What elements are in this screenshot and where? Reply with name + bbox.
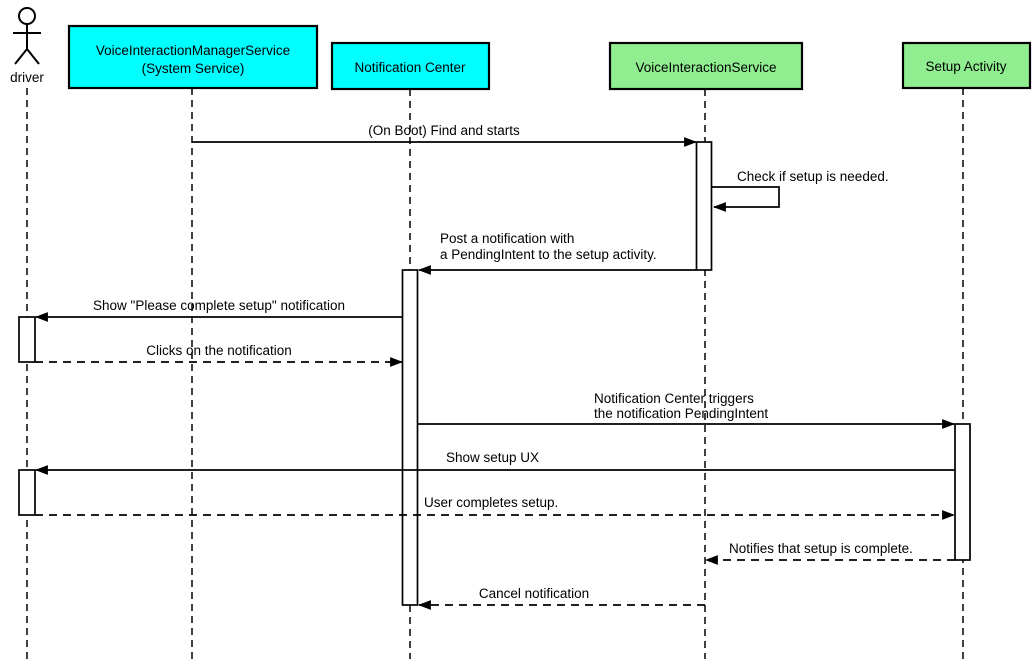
message-arrow-check-if-setup-needed bbox=[712, 186, 780, 212]
participant-label-vims-line2: (System Service) bbox=[142, 61, 245, 76]
message-label-triggers-pendingintent-line2: the notification PendingIntent bbox=[594, 406, 768, 421]
participant-label-notification-center: Notification Center bbox=[354, 60, 466, 75]
message-label-triggers-pendingintent-line1: Notification Center triggers bbox=[594, 391, 754, 406]
activation-bar-notification-center bbox=[401, 269, 419, 606]
message-label-clicks-on-notification: Clicks on the notification bbox=[146, 343, 292, 358]
message-label-on-boot-find-and-starts: (On Boot) Find and starts bbox=[368, 123, 520, 138]
activation-bar-driver-2 bbox=[18, 469, 36, 516]
message-label-show-please-complete-setup: Show "Please complete setup" notificatio… bbox=[93, 298, 345, 313]
message-label-cancel-notification: Cancel notification bbox=[479, 586, 589, 601]
participant-box-voice-interaction-manager-service bbox=[67, 24, 319, 90]
participant-label-vims-line1: VoiceInteractionManagerService bbox=[96, 43, 290, 58]
message-label-user-completes-setup: User completes setup. bbox=[424, 495, 558, 510]
message-label-notifies-setup-complete: Notifies that setup is complete. bbox=[729, 541, 913, 556]
actor-driver-icon bbox=[13, 7, 41, 65]
message-label-show-setup-ux: Show setup UX bbox=[446, 450, 539, 465]
participant-box-voice-interaction-service bbox=[608, 41, 804, 91]
activation-bar-driver-1 bbox=[18, 316, 36, 363]
actor-driver-label: driver bbox=[10, 70, 44, 85]
participant-box-setup-activity bbox=[901, 41, 1032, 90]
message-label-post-notification-line2: a PendingIntent to the setup activity. bbox=[440, 247, 657, 262]
participant-label-setup-activity: Setup Activity bbox=[925, 59, 1006, 74]
message-label-post-notification-line1: Post a notification with bbox=[440, 231, 574, 246]
participant-box-notification-center bbox=[330, 41, 491, 91]
activation-bar-setup-activity bbox=[954, 423, 971, 561]
activation-bar-voice-interaction-service bbox=[695, 141, 713, 271]
message-label-check-if-setup-needed: Check if setup is needed. bbox=[737, 169, 889, 184]
participant-label-voice-interaction-service: VoiceInteractionService bbox=[635, 60, 776, 75]
